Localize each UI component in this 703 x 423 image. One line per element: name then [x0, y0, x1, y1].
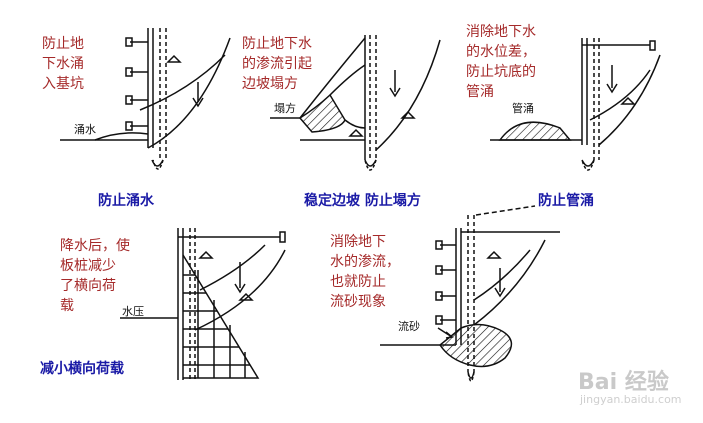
panel-3-drawing — [490, 38, 661, 171]
panel-5-label: 流砂 — [398, 320, 420, 333]
note-line: 载 — [60, 298, 74, 314]
note-line: 防止地下水 — [242, 36, 312, 52]
note-line: 管涌 — [466, 84, 494, 100]
note-line: 流砂现象 — [330, 294, 386, 310]
note-line: 防止坑底的 — [466, 64, 536, 80]
note-line: 降水后，使 — [60, 238, 130, 254]
panel-4-drawing — [120, 228, 286, 380]
panel-1-drawing — [60, 28, 231, 170]
note-line: 的水位差， — [466, 44, 536, 60]
note-line: 水的渗流， — [330, 254, 400, 270]
watermark-url: jingyan.baidu.com — [580, 393, 682, 406]
panel-3-note: 消除地下水 的水位差， 防止坑底的 管涌 — [466, 22, 536, 102]
panel-1-note: 防止地 下水涌 入基坑 — [42, 34, 84, 94]
note-line: 也就防止 — [330, 274, 386, 290]
note-line: 消除地下水 — [466, 24, 536, 40]
panel-1-caption: 防止涌水 — [98, 193, 154, 209]
watermark-logo: Bai 经验 — [578, 370, 669, 395]
panel-5-drawing — [380, 205, 560, 382]
note-line: 板桩减少 — [60, 258, 116, 274]
panel-4-label: 水压 — [122, 305, 144, 318]
panel-2-label: 塌方 — [274, 102, 296, 115]
panel-5-note: 消除地下 水的渗流， 也就防止 流砂现象 — [330, 232, 400, 312]
panel-3-caption: 防止管涌 — [538, 193, 594, 209]
panel-3-label: 管涌 — [512, 102, 534, 115]
note-line: 了横向荷 — [60, 278, 116, 294]
panel-1-label: 涌水 — [74, 123, 96, 136]
panel-2-caption: 稳定边坡 防止塌方 — [304, 193, 421, 209]
note-line: 消除地下 — [330, 234, 386, 250]
note-line: 防止地 — [42, 36, 84, 52]
note-line: 边坡塌方 — [242, 76, 298, 92]
panel-4-note: 降水后，使 板桩减少 了横向荷 载 — [60, 236, 130, 316]
panel-2-note: 防止地下水 的渗流引起 边坡塌方 — [242, 34, 312, 94]
note-line: 下水涌 — [42, 56, 84, 72]
panel-2-drawing — [270, 35, 441, 171]
note-line: 的渗流引起 — [242, 56, 312, 72]
note-line: 入基坑 — [42, 76, 84, 92]
panel-4-caption: 减小横向荷载 — [40, 361, 124, 377]
